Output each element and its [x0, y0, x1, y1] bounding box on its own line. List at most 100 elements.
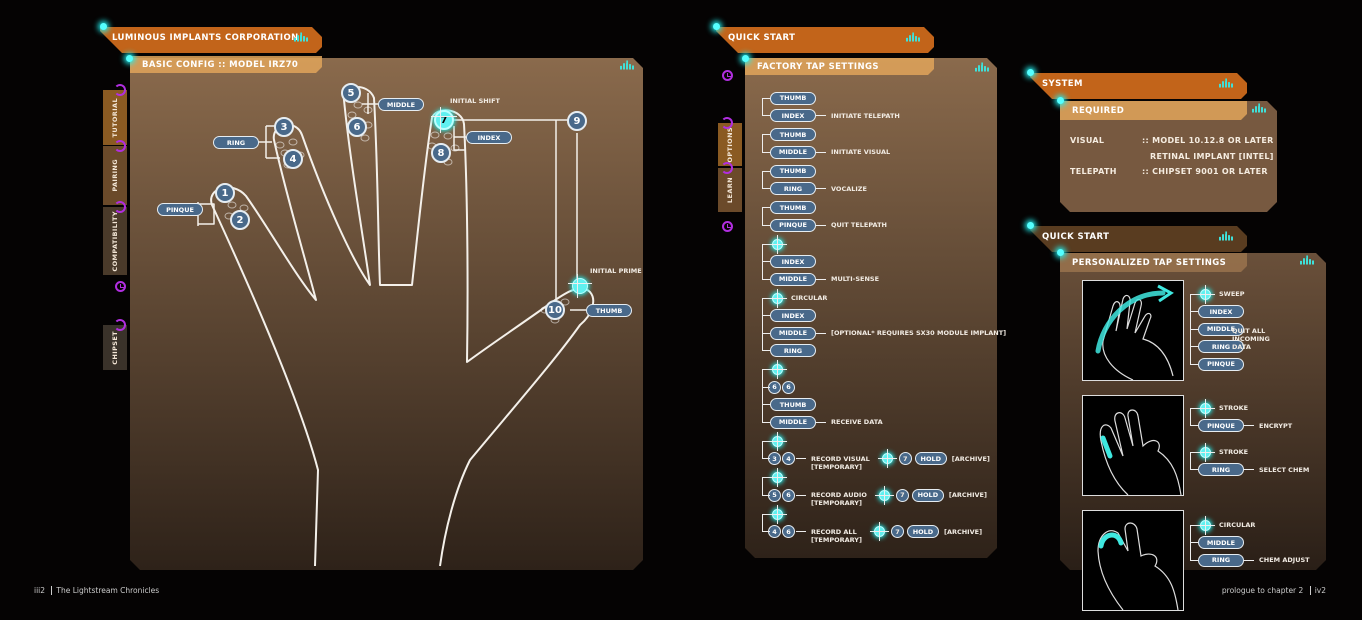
finger-pill[interactable]: INDEX	[1198, 305, 1244, 319]
clock-icon[interactable]	[722, 70, 733, 81]
action-label: INITIATE TELEPATH	[816, 112, 900, 120]
point-marker-10[interactable]: 10	[545, 300, 565, 320]
action-name: ENCRYPT	[1259, 421, 1293, 430]
gesture-label: SWEEP	[1219, 290, 1245, 299]
finger-pill[interactable]: THUMB	[770, 91, 816, 105]
point-number: 6	[768, 380, 781, 394]
finger-label-middle[interactable]: MIDDLE	[378, 98, 424, 111]
finger-pill[interactable]: INDEX	[770, 309, 816, 323]
action-name: RECEIVE DATA	[831, 418, 883, 427]
finger-pill[interactable]: PINQUE	[1198, 419, 1244, 433]
curl-arrow-icon[interactable]	[114, 84, 126, 96]
finger-pill[interactable]: RING	[1198, 340, 1244, 354]
finger-pill[interactable]: MIDDLE	[770, 145, 816, 159]
action-label: VOCALIZE	[816, 185, 867, 193]
finger-pill[interactable]: MIDDLE	[1198, 536, 1244, 550]
visual-label: VISUAL	[1070, 136, 1105, 145]
action-text: [OPTIONAL* REQUIRES SX30 MODULE IMPLANT]	[831, 329, 1006, 337]
initial-shift-label: INITIAL SHIFT	[450, 97, 500, 105]
tap-row	[748, 504, 993, 524]
point-marker-1[interactable]: 1	[215, 183, 235, 203]
connector-line	[1244, 469, 1254, 471]
page-number: iii2	[34, 586, 46, 595]
tab-compatibility[interactable]: COMPATIBILITY	[103, 207, 127, 275]
action-label: ENCRYPT	[1244, 422, 1292, 430]
finger-label-pinque[interactable]: PINQUE	[157, 203, 203, 216]
tap-row: INDEX	[1176, 303, 1316, 321]
finger-pill[interactable]: THUMB	[770, 164, 816, 178]
hold-pill[interactable]: HOLD	[906, 525, 939, 539]
finger-pill[interactable]: INDEX	[770, 109, 816, 123]
tap-row	[748, 431, 993, 451]
tap-row: THUMB	[748, 199, 993, 217]
factory-settings-panel	[745, 58, 997, 558]
action-name: QUIT TELEPATH	[831, 221, 887, 230]
tab-pairing[interactable]: PAIRING	[103, 146, 127, 205]
hold-pill[interactable]: HOLD	[914, 452, 947, 466]
tap-target-icon	[1196, 284, 1215, 304]
curl-arrow-icon[interactable]	[721, 117, 733, 129]
finger-pill[interactable]: THUMB	[770, 128, 816, 142]
finger-pill[interactable]: RING	[770, 344, 816, 358]
finger-pill[interactable]: THUMB	[770, 398, 816, 412]
point-marker-7[interactable]: 7	[431, 107, 457, 133]
tab-chipset[interactable]: CHIPSET	[103, 325, 127, 370]
point-marker-6[interactable]: 6	[347, 117, 367, 137]
tap-row: INDEX	[748, 307, 993, 325]
finger-pill[interactable]: RING	[1198, 463, 1244, 477]
connector-line	[816, 278, 826, 280]
telepath-value: :: CHIPSET 9001 OR LATER	[1142, 167, 1268, 176]
finger-pill[interactable]: INDEX	[770, 255, 816, 269]
finger-label-index[interactable]: INDEX	[466, 131, 512, 144]
tap-row: THUMB	[748, 126, 993, 144]
clock-icon[interactable]	[115, 281, 126, 292]
tap-row: PINQUE ENCRYPT	[1176, 417, 1316, 435]
point-marker-4[interactable]: 4	[283, 149, 303, 169]
tab-options[interactable]: OPTIONS	[718, 123, 742, 166]
tab-tutorial[interactable]: TUTORIAL	[103, 90, 127, 145]
equalizer-icon	[294, 33, 308, 42]
point-marker-3[interactable]: 3	[274, 117, 294, 137]
point-number: 6	[782, 488, 795, 502]
hold-pill[interactable]: HOLD	[911, 488, 944, 502]
finger-pill[interactable]: RING	[770, 182, 816, 196]
curl-arrow-icon[interactable]	[114, 201, 126, 213]
clock-icon[interactable]	[722, 221, 733, 232]
tap-row: THUMB	[748, 396, 993, 414]
finger-pill[interactable]: MIDDLE	[1198, 322, 1244, 336]
archive-label: [ARCHIVE]	[951, 454, 990, 463]
action-label: SELECT CHEM	[1244, 466, 1309, 474]
curl-arrow-icon[interactable]	[721, 162, 733, 174]
finger-pill[interactable]: MIDDLE	[770, 326, 816, 340]
finger-label-ring[interactable]: RING	[213, 136, 259, 149]
tap-target-icon	[1196, 515, 1215, 535]
finger-pill[interactable]: THUMB	[770, 201, 816, 215]
finger-pill[interactable]: PINQUE	[1198, 357, 1244, 371]
curl-arrow-icon[interactable]	[114, 319, 126, 331]
system-header: SYSTEM	[1030, 73, 1247, 99]
point-marker-2[interactable]: 2	[230, 210, 250, 230]
point-marker-9[interactable]: 9	[567, 111, 587, 131]
finger-pill[interactable]: MIDDLE	[770, 272, 816, 286]
tab-learn[interactable]: LEARN	[718, 168, 742, 212]
equalizer-icon	[1219, 79, 1233, 88]
finger-pill[interactable]: RING	[1198, 553, 1244, 567]
finger-label-thumb[interactable]: THUMB	[586, 304, 632, 317]
finger-pill[interactable]: PINQUE	[770, 218, 816, 232]
finger-pill[interactable]: MIDDLE	[770, 415, 816, 429]
action-text: RECEIVE DATA	[831, 418, 883, 426]
curl-arrow-icon[interactable]	[114, 140, 126, 152]
action-text: SELECT CHEM	[1259, 466, 1309, 474]
tap-row: INDEX	[748, 253, 993, 271]
connector-line	[816, 115, 826, 117]
point-marker-8[interactable]: 8	[431, 143, 451, 163]
point-marker-5[interactable]: 5	[341, 83, 361, 103]
initial-prime-target[interactable]	[568, 274, 592, 298]
